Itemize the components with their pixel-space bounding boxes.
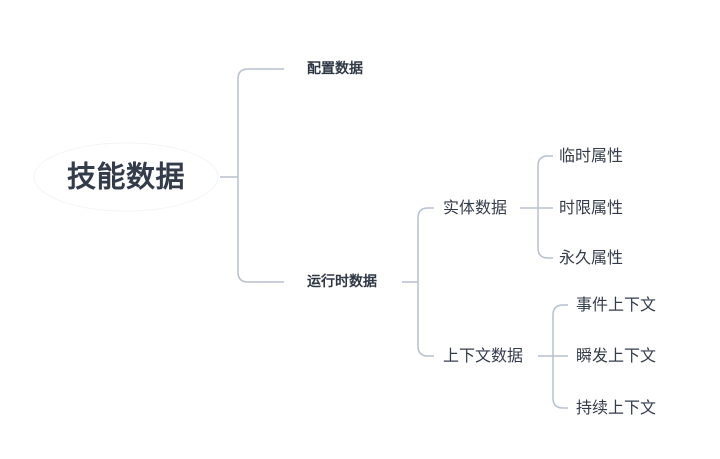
root-node-label: 技能数据 xyxy=(67,159,186,194)
connector-root-to-config xyxy=(237,68,284,177)
branch-runtime-label: 运行时数据 xyxy=(307,274,377,290)
connector-entity-to-item-1 xyxy=(537,155,553,208)
entity-item-timed: 时限属性 xyxy=(559,198,624,217)
connector-runtime-to-context xyxy=(417,282,434,357)
branch-config-label: 配置数据 xyxy=(307,61,363,77)
entity-item-permanent: 永久属性 xyxy=(559,248,624,267)
connector-context-to-item-3 xyxy=(552,356,568,409)
branch-context-label: 上下文数据 xyxy=(443,346,524,365)
entity-item-temporary: 临时属性 xyxy=(559,146,624,165)
connector-entity-to-item-3 xyxy=(537,208,553,259)
context-item-event: 事件上下文 xyxy=(576,295,657,314)
branch-entity-label: 实体数据 xyxy=(443,198,508,217)
connector-runtime-to-entity xyxy=(417,207,434,282)
context-item-continuous: 持续上下文 xyxy=(576,398,657,417)
root-node-bubble xyxy=(33,142,219,212)
connector-context-to-item-1 xyxy=(552,304,568,356)
context-item-instant: 瞬发上下文 xyxy=(576,346,657,365)
connector-root-to-runtime xyxy=(237,177,284,283)
